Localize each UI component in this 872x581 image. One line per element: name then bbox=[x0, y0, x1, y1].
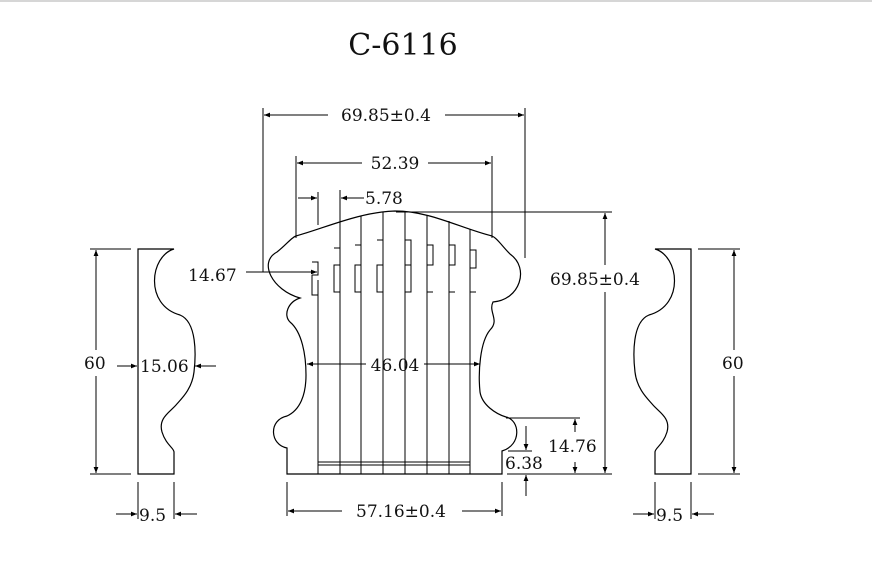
left-profile-outline bbox=[137, 248, 196, 475]
groove-notch bbox=[405, 265, 412, 293]
dim-left-thickness: 9.5 bbox=[139, 506, 166, 526]
main-dimensions: 69.85±0.4 52.39 5.78 14.67 69.85±0.4 46.… bbox=[188, 106, 640, 522]
left-profile: 60 15.06 9.5 bbox=[84, 248, 216, 526]
dim-right-side-height: 60 bbox=[722, 354, 744, 374]
groove-notch bbox=[405, 239, 412, 266]
dim-top-width: 69.85±0.4 bbox=[341, 106, 431, 126]
dim-base-low: 6.38 bbox=[505, 454, 543, 474]
dim-left-depth: 15.06 bbox=[140, 357, 189, 377]
dim-mid-width: 46.04 bbox=[371, 356, 420, 376]
dim-right-height: 69.85±0.4 bbox=[550, 270, 640, 290]
dim-side-offset: 14.67 bbox=[188, 266, 237, 286]
drawing-title: C-6116 bbox=[348, 28, 457, 63]
groove-notch bbox=[376, 239, 384, 293]
groove-notch bbox=[469, 249, 477, 293]
dim-groove-pitch: 5.78 bbox=[365, 189, 403, 209]
groove-notch bbox=[448, 244, 456, 293]
right-profile-outline bbox=[633, 248, 692, 475]
main-profile-outline bbox=[267, 210, 522, 475]
dim-right-thickness: 9.5 bbox=[656, 506, 683, 526]
groove-notch bbox=[333, 247, 341, 293]
dim-base-width: 57.16±0.4 bbox=[356, 502, 446, 522]
right-profile: 60 9.5 bbox=[633, 248, 744, 526]
groove-notch bbox=[354, 244, 362, 293]
groove-notch bbox=[426, 244, 434, 293]
dim-left-height: 60 bbox=[84, 354, 106, 374]
dim-inner-width: 52.39 bbox=[371, 154, 420, 174]
groove-notch bbox=[311, 275, 318, 296]
groove-notch bbox=[312, 261, 319, 276]
window-top-border bbox=[0, 0, 872, 2]
dim-base-high: 14.76 bbox=[548, 437, 597, 457]
main-profile bbox=[267, 210, 522, 475]
